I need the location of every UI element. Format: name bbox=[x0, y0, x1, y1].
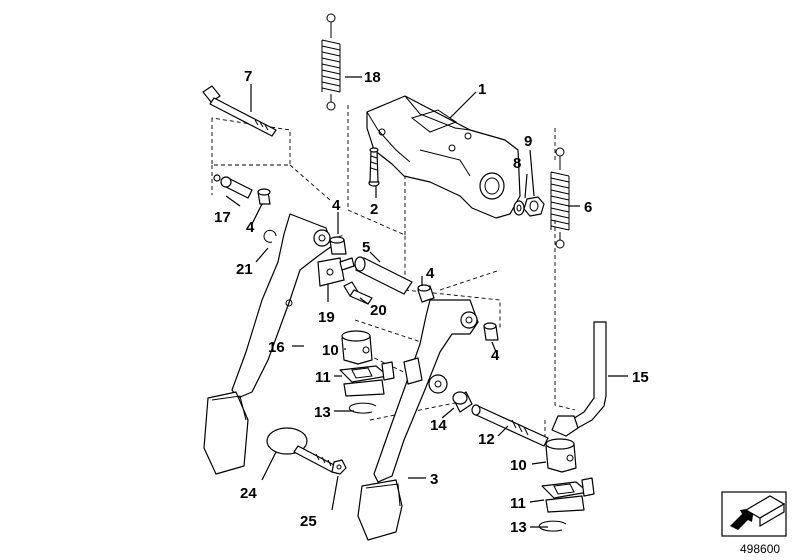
callout-21: 21 bbox=[236, 261, 253, 278]
callout-1: 1 bbox=[478, 81, 486, 98]
clamp-bracket bbox=[317, 257, 355, 287]
screw-2 bbox=[368, 147, 380, 187]
bush-14 bbox=[452, 391, 473, 413]
callout-11-lower: 11 bbox=[510, 495, 526, 512]
callout-labels: 1 2 3 4 4 4 4 5 6 7 8 9 10 10 11 11 12 1… bbox=[214, 68, 649, 536]
nut-9 bbox=[523, 196, 545, 217]
clevis-lower bbox=[545, 438, 577, 473]
callout-2: 2 bbox=[370, 201, 378, 218]
reference-number: 498600 bbox=[740, 542, 780, 556]
callout-24: 24 bbox=[240, 485, 257, 502]
callout-5: 5 bbox=[362, 239, 370, 256]
washer-8 bbox=[513, 200, 525, 216]
spring-upper bbox=[321, 13, 341, 111]
callout-12: 12 bbox=[478, 431, 495, 448]
callout-17: 17 bbox=[214, 209, 231, 226]
callout-20: 20 bbox=[370, 302, 387, 319]
callout-4-upper: 4 bbox=[332, 197, 341, 214]
pedal-pad-stud bbox=[266, 427, 337, 473]
callout-8: 8 bbox=[513, 155, 521, 172]
callout-10-lower: 10 bbox=[510, 457, 527, 474]
leader-lines bbox=[225, 76, 628, 528]
bush-middle bbox=[417, 284, 435, 303]
push-rod bbox=[471, 404, 549, 447]
bolt-20 bbox=[343, 281, 373, 305]
pedal-bracket bbox=[366, 95, 521, 219]
clevis-upper bbox=[341, 330, 373, 365]
callout-6: 6 bbox=[584, 199, 592, 216]
callout-4-upper-left: 4 bbox=[246, 219, 255, 236]
callout-10-upper: 10 bbox=[322, 342, 339, 359]
pedal-right bbox=[357, 299, 479, 541]
nut-25 bbox=[331, 459, 347, 475]
pivot-tube bbox=[354, 256, 413, 295]
bush-upper-left bbox=[257, 188, 271, 205]
callout-15: 15 bbox=[632, 369, 649, 386]
hydraulic-hose bbox=[551, 321, 607, 437]
direction-arrow-icon bbox=[721, 491, 787, 537]
circlip-lower bbox=[538, 520, 567, 532]
callout-16: 16 bbox=[268, 339, 285, 356]
clip-lower bbox=[541, 477, 595, 513]
bolt-long bbox=[202, 85, 277, 137]
callout-3: 3 bbox=[430, 471, 438, 488]
spring-right bbox=[550, 147, 570, 249]
callout-14: 14 bbox=[430, 417, 447, 434]
callout-13-lower: 13 bbox=[510, 519, 527, 536]
callout-4-middle: 4 bbox=[426, 265, 435, 282]
callout-19: 19 bbox=[318, 309, 335, 326]
bushing bbox=[213, 174, 253, 199]
circlip-upper bbox=[348, 402, 377, 414]
callout-13-upper: 13 bbox=[314, 404, 331, 421]
circlip-21 bbox=[263, 229, 277, 243]
callout-4-lower: 4 bbox=[491, 347, 500, 364]
callout-7: 7 bbox=[244, 68, 252, 85]
callout-9: 9 bbox=[524, 133, 532, 150]
clip-upper bbox=[339, 361, 395, 397]
pedal-left bbox=[203, 213, 333, 475]
callout-18: 18 bbox=[364, 69, 381, 86]
bush-upper bbox=[329, 236, 347, 255]
bush-lower bbox=[483, 322, 499, 341]
callout-11-upper: 11 bbox=[315, 369, 331, 386]
callout-25: 25 bbox=[300, 513, 317, 530]
